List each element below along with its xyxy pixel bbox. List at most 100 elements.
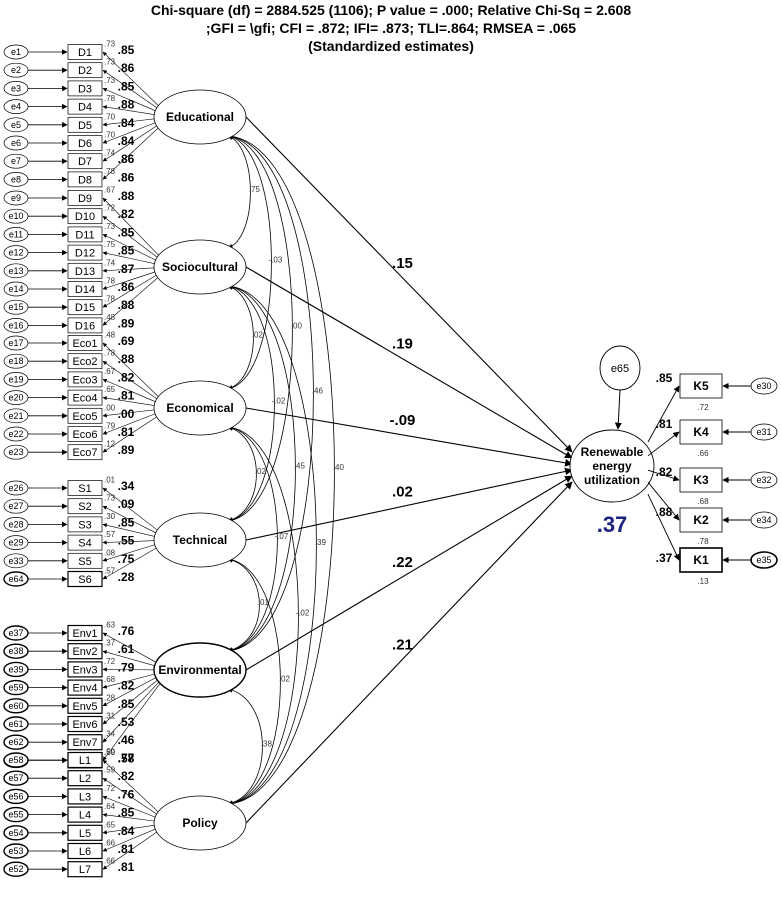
loading-value-s6: .28 (118, 570, 135, 584)
outcome-indicator-box-k1 (679, 547, 723, 573)
loading-value-s4: .55 (118, 534, 135, 548)
indicator-box-env5 (67, 697, 103, 714)
latent-node-economical (153, 380, 247, 436)
outcome-indicator-label-k4: K4 (693, 425, 709, 439)
outcome-indicator-label-k1: K1 (693, 553, 709, 567)
error-label-e20: e20 (8, 393, 23, 403)
r2-value-l5: .65 (104, 820, 116, 829)
outcome-r2-item-k3: .68 (697, 497, 709, 506)
error-label-e13: e13 (8, 266, 23, 276)
outcome-loading-path-k3 (647, 469, 680, 482)
latent-node-policy (153, 795, 247, 851)
loading-value-eco7: .89 (118, 443, 135, 457)
outcome-indicator-box-k4 (679, 419, 723, 445)
structural-path-policy (245, 481, 573, 824)
indicator-label-l4: L4 (79, 810, 91, 822)
loading-value-d16: .89 (118, 316, 135, 330)
r2-value-d13: .74 (104, 258, 116, 267)
indicator-box-env2 (67, 643, 103, 660)
loading-path-eco5 (102, 408, 161, 418)
correlation-value-sociocultural-economical: .02 (252, 331, 264, 340)
correlation-arc-educational-policy (227, 133, 335, 807)
correlation-value-educational-economical: -.03 (269, 256, 283, 265)
correlation-value-environmental-policy: .38 (261, 740, 273, 749)
r2-value-d8: .78 (104, 167, 116, 176)
r2-value-l2: .59 (104, 766, 116, 775)
loading-path-d6 (102, 120, 161, 144)
indicator-box-env6 (67, 715, 103, 733)
loading-path-d7 (102, 123, 161, 162)
error-label-e29: e29 (8, 538, 23, 548)
indicator-label-env1: Env1 (72, 628, 97, 640)
loading-path-s4 (102, 540, 161, 545)
r2-value-s3: .30 (104, 512, 116, 521)
loading-path-d12 (102, 251, 161, 266)
indicator-box-l6 (67, 842, 103, 860)
latent-label-technical: Technical (173, 533, 227, 547)
error-label-e57: e57 (8, 773, 23, 783)
error-label-e16: e16 (8, 320, 23, 330)
loading-path-d16 (102, 275, 161, 326)
r2-value-d12: .75 (104, 240, 116, 249)
correlation-value-economical-environmental: -.07 (275, 532, 289, 541)
latent-node-environmental (153, 642, 247, 698)
loading-path-s2 (102, 505, 161, 536)
loading-value-l7: .81 (118, 860, 135, 874)
indicator-box-d13 (67, 262, 103, 279)
correlation-value-educational-sociocultural: .75 (249, 185, 261, 194)
error-label-e53: e53 (8, 846, 23, 856)
loading-path-s6 (102, 545, 161, 580)
loading-value-l4: .85 (118, 806, 135, 820)
outcome-indicator-box-k2 (679, 507, 723, 533)
indicator-label-l7: L7 (79, 864, 91, 876)
indicator-box-s3 (67, 516, 103, 533)
indicator-label-d1: D1 (78, 47, 92, 59)
indicator-label-env3: Env3 (72, 664, 97, 676)
outcome-loading-value-k3: .82 (656, 465, 673, 479)
outcome-loading-value-k4: .81 (656, 417, 673, 431)
structural-path-educational (245, 116, 573, 453)
loading-path-s3 (102, 523, 161, 538)
outcome-r2-item-k4: .66 (697, 449, 709, 458)
loading-value-eco4: .81 (118, 389, 135, 403)
outcome-error-label-e34: e34 (756, 515, 771, 525)
outcome-error-label-e32: e32 (756, 475, 771, 485)
indicator-label-d15: D15 (75, 302, 95, 314)
loading-path-l6 (102, 826, 161, 852)
loading-path-d4 (102, 105, 161, 116)
indicator-box-d11 (67, 226, 103, 243)
error-label-e33: e33 (8, 556, 23, 566)
latent-label-educational: Educational (166, 110, 234, 124)
structural-path-technical (245, 467, 573, 541)
r2-value-d9: .67 (104, 186, 116, 195)
loading-value-l2: .82 (118, 769, 135, 783)
error-label-e4: e4 (11, 102, 21, 112)
loading-path-d15 (102, 272, 161, 308)
error-label-e1: e1 (11, 47, 21, 57)
error-label-e5: e5 (11, 120, 21, 130)
indicator-box-env1 (67, 624, 103, 642)
loading-value-d11: .85 (118, 225, 135, 239)
outcome-loading-value-k1: .37 (656, 551, 673, 565)
r2-value-env7: .34 (104, 730, 116, 739)
error-label-e7: e7 (11, 156, 21, 166)
correlation-value-educational-policy: .40 (333, 463, 345, 472)
outcome-r2-item-k1: .13 (697, 577, 709, 586)
latent-label-economical: Economical (166, 401, 233, 415)
r2-value-l3: .72 (104, 784, 116, 793)
loading-path-s1 (102, 487, 161, 533)
loading-path-env1 (102, 632, 161, 665)
r2-value-eco7: .12 (104, 440, 116, 449)
indicator-label-d6: D6 (78, 138, 92, 150)
outcome-indicator-box-k5 (679, 373, 723, 399)
indicator-box-eco2 (67, 353, 103, 370)
loading-value-d9: .88 (118, 189, 135, 203)
error-label-e27: e27 (8, 501, 23, 511)
error-label-e62: e62 (8, 737, 23, 747)
indicator-label-d4: D4 (78, 102, 92, 114)
indicator-box-l5 (67, 824, 103, 841)
r2-value-env6: .31 (104, 712, 116, 721)
loading-path-env4 (102, 672, 161, 689)
